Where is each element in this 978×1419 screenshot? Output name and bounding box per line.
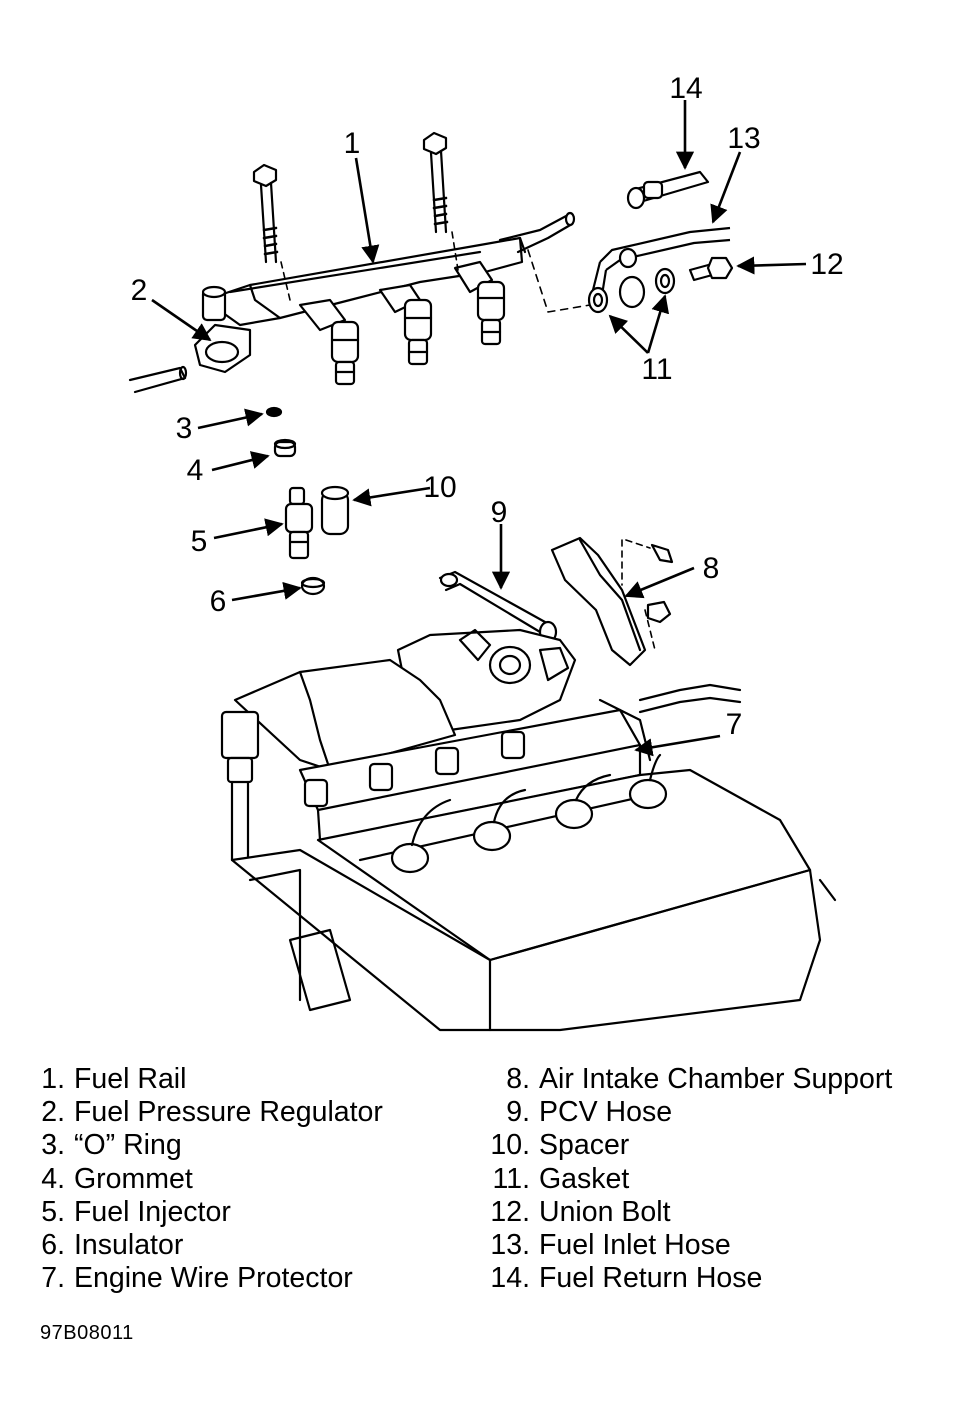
legend-item: 9. PCV Hose — [486, 1096, 892, 1129]
callout-12: 12 — [810, 248, 843, 281]
callout-9: 9 — [491, 496, 508, 529]
legend-number: 4. — [41, 1162, 65, 1195]
legend-item: 4. Grommet — [30, 1163, 383, 1196]
callout-7: 7 — [726, 708, 743, 741]
legend-item: 1. Fuel Rail — [30, 1063, 383, 1096]
legend-label: Fuel Injector — [74, 1195, 231, 1228]
legend-label: Insulator — [74, 1229, 184, 1262]
legend-label: “O” Ring — [74, 1129, 182, 1162]
legend-item: 6. Insulator — [30, 1229, 383, 1262]
legend-label: Union Bolt — [539, 1195, 671, 1228]
callout-2: 2 — [131, 274, 148, 307]
fuel-rail-drawing — [128, 131, 591, 394]
callout-labels: 1 2 3 4 5 6 7 8 9 10 11 12 13 14 — [131, 72, 844, 741]
legend-label: Air Intake Chamber Support — [539, 1063, 893, 1095]
legend-label: PCV Hose — [539, 1096, 673, 1129]
legend-item: 2. Fuel Pressure Regulator — [30, 1096, 383, 1129]
legend-label: Grommet — [74, 1162, 193, 1195]
legend-label: Fuel Return Hose — [539, 1262, 763, 1295]
legend-number: 5. — [41, 1195, 65, 1228]
callout-11: 11 — [641, 353, 672, 386]
legend-number: 6. — [41, 1229, 65, 1262]
legend-number: 10. — [490, 1129, 530, 1162]
legend-number: 2. — [41, 1096, 65, 1129]
legend-number: 8. — [506, 1063, 530, 1095]
legend-number: 12. — [490, 1195, 530, 1228]
legend-item: 13. Fuel Inlet Hose — [486, 1229, 892, 1262]
callout-14: 14 — [669, 72, 702, 105]
legend-item: 5. Fuel Injector — [30, 1196, 383, 1229]
figure-id: 97B08011 — [40, 1322, 134, 1344]
legend-label: Fuel Inlet Hose — [539, 1229, 731, 1262]
exploded-view-diagram: 1 2 3 4 5 6 7 8 9 10 11 12 13 14 — [128, 72, 844, 1032]
legend-right-column: 8.Air Intake Chamber Support 9.PCV Hose … — [486, 1063, 892, 1295]
legend-number: 9. — [506, 1096, 530, 1129]
legend-left-column: 1. Fuel Rail 2. Fuel Pressure Regulator 3.… — [30, 1063, 383, 1295]
legend-item: 7. Engine Wire Protector — [30, 1262, 383, 1295]
engine-drawing — [220, 536, 837, 1032]
legend-label: Spacer — [539, 1129, 630, 1162]
leader-lines — [151, 100, 807, 757]
callout-5: 5 — [191, 525, 208, 558]
legend-label: Engine Wire Protector — [74, 1262, 353, 1295]
callout-4: 4 — [187, 454, 204, 487]
legend-item: 11. Gasket — [486, 1163, 892, 1196]
legend-number: 14. — [490, 1262, 530, 1295]
legend-number: 13. — [490, 1229, 530, 1262]
legend-label: Fuel Pressure Regulator — [74, 1096, 383, 1129]
legend-number: 3. — [41, 1129, 65, 1162]
callout-13: 13 — [727, 122, 760, 155]
legend-item: 3. “O” Ring — [30, 1129, 383, 1162]
callout-6: 6 — [210, 585, 227, 618]
callout-10: 10 — [423, 471, 456, 504]
legend-label: Gasket — [539, 1162, 630, 1195]
callout-3: 3 — [176, 412, 193, 445]
legend-item: 14. Fuel Return Hose — [486, 1262, 892, 1295]
legend-label: Fuel Rail — [74, 1063, 187, 1095]
legend-item: 8. Air Intake Chamber Support — [486, 1063, 892, 1096]
fuel-hose-fittings-drawing — [587, 170, 734, 314]
legend-number: 7. — [41, 1262, 65, 1295]
legend-number: 11. — [492, 1162, 530, 1195]
legend-item: 10. Spacer — [486, 1129, 892, 1162]
legend-item: 12. Union Bolt — [486, 1196, 892, 1229]
legend-number: 1. — [41, 1063, 65, 1095]
loose-parts-drawing — [265, 406, 350, 596]
callout-8: 8 — [703, 552, 720, 585]
callout-1: 1 — [344, 127, 361, 160]
